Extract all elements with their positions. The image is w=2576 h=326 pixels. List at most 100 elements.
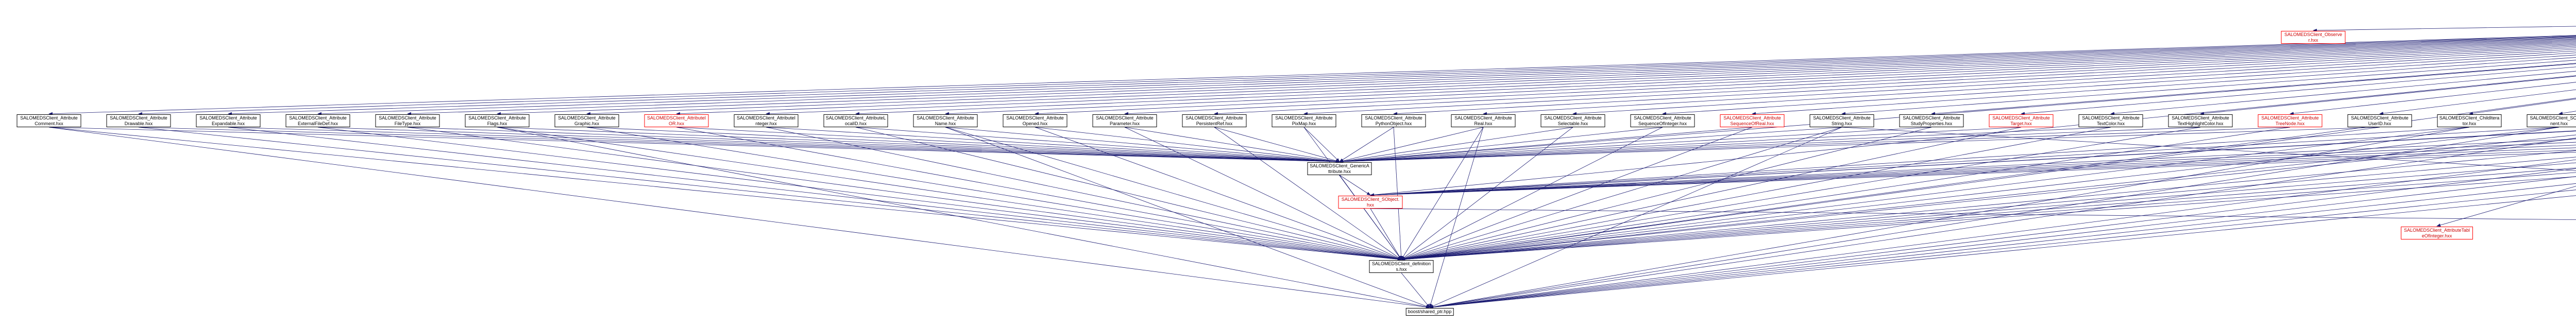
graph-node-r23[interactable]: SALOMEDSClient_AttributeTarget.hxx: [1989, 114, 2054, 127]
graph-node-r28[interactable]: SALOMEDSClient_ChildIterator.hxx: [2437, 114, 2502, 127]
include-edge: [1035, 43, 2576, 115]
include-edge: [497, 127, 1340, 163]
include-edge: [1401, 172, 2576, 261]
include-edge: [1370, 139, 2576, 197]
graph-node-r27[interactable]: SALOMEDSClient_AttributeUserID.hxx: [2347, 114, 2412, 127]
graph-node-r22[interactable]: SALOMEDSClient_AttributeStudyProperties.…: [1899, 114, 1964, 127]
include-edge: [1370, 145, 2576, 197]
include-edge: [766, 40, 2576, 115]
graph-node-r2[interactable]: SALOMEDSClient_AttributeDrawable.hxx: [106, 114, 171, 127]
include-edge: [1752, 57, 2576, 115]
graph-node-r29[interactable]: SALOMEDSClient_SComponent.hxx: [2527, 114, 2576, 127]
graph-node-r19[interactable]: SALOMEDSClient_AttributeSequenceOfIntege…: [1630, 114, 1695, 127]
graph-node-obs[interactable]: SALOMEDSClient_Observer.hxx: [2281, 31, 2346, 44]
include-edge: [855, 127, 1402, 261]
include-edge: [2290, 82, 2576, 115]
include-edge: [1370, 152, 2576, 197]
include-edge: [1370, 147, 2576, 197]
graph-node-r13[interactable]: SALOMEDSClient_AttributeParameter.hxx: [1092, 114, 1157, 127]
include-edge: [1370, 130, 2576, 197]
include-edge: [676, 127, 1402, 261]
graph-node-r8[interactable]: SALOMEDSClient_AttributeIOR.hxx: [644, 114, 709, 127]
include-edge: [1401, 127, 2560, 261]
include-edge: [1483, 50, 2576, 115]
graph-node-r11[interactable]: SALOMEDSClient_AttributeName.hxx: [913, 114, 978, 127]
include-edge: [1401, 98, 2576, 261]
include-edge: [1401, 127, 2111, 261]
graph-node-r1[interactable]: SALOMEDSClient_AttributeComment.hxx: [16, 114, 81, 127]
include-edge: [1429, 183, 2576, 309]
graph-node-r20[interactable]: SALOMEDSClient_AttributeSequenceOfReal.h…: [1720, 114, 1785, 127]
include-edge: [1429, 190, 2576, 309]
include-edge: [1401, 127, 1484, 260]
include-edge: [2313, 26, 2576, 32]
include-edge: [1339, 127, 1394, 162]
include-edge: [1429, 159, 2576, 309]
include-edge: [497, 127, 1430, 308]
graph-node-r6[interactable]: SALOMEDSClient_AttributeFlags.hxx: [465, 114, 530, 127]
include-edge: [1429, 138, 2576, 308]
include-edge: [407, 37, 2576, 115]
include-edge: [1429, 195, 2576, 309]
include-edge: [855, 127, 1340, 163]
include-edge: [1401, 127, 2470, 261]
graph-node-boost[interactable]: boost/shared_ptr.hpp: [1405, 308, 1454, 316]
include-edge: [1401, 127, 2291, 261]
include-edge: [1124, 127, 1402, 260]
include-edge: [1214, 127, 1402, 260]
graph-node-r24[interactable]: SALOMEDSClient_AttributeTextColor.hxx: [2078, 114, 2143, 127]
include-edge: [2379, 89, 2576, 115]
graph-node-r14[interactable]: SALOMEDSClient_AttributePersistentRef.hx…: [1182, 114, 1247, 127]
graph-node-t1[interactable]: SALOMEDSClient_AttributeTableOfInteger.h…: [2401, 227, 2473, 239]
include-edge: [1339, 175, 1402, 260]
include-edge: [1401, 127, 2022, 261]
graph-node-gen[interactable]: SALOMEDSClient_GenericAttribute.hxx: [1307, 162, 1372, 175]
graph-node-r10[interactable]: SALOMEDSClient_AttributeLocalID.hxx: [823, 114, 888, 127]
include-edge: [138, 127, 1340, 163]
include-edge: [1401, 162, 2576, 261]
graph-node-r18[interactable]: SALOMEDSClient_AttributeSelectable.hxx: [1540, 114, 1605, 127]
include-edge: [1370, 142, 2576, 197]
include-edge: [1841, 127, 2576, 171]
include-edge: [1401, 127, 1842, 260]
graph-node-r26[interactable]: SALOMEDSClient_AttributeTreeNode.hxx: [2258, 114, 2323, 127]
include-edge: [1303, 127, 1340, 162]
include-edge: [1931, 63, 2576, 115]
graph-node-r15[interactable]: SALOMEDSClient_AttributePixMap.hxx: [1272, 114, 1336, 127]
graph-node-r4[interactable]: SALOMEDSClient_AttributeExternalFileDef.…: [285, 114, 350, 127]
graph-node-r7[interactable]: SALOMEDSClient_AttributeGraphic.hxx: [554, 114, 619, 127]
include-edge: [138, 36, 2576, 115]
include-edge: [1662, 55, 2576, 115]
include-edge: [48, 35, 2576, 115]
graph-node-r21[interactable]: SALOMEDSClient_AttributeString.hxx: [1809, 114, 1874, 127]
graph-node-r5[interactable]: SALOMEDSClient_AttributeFileType.hxx: [375, 114, 440, 127]
include-edge: [1841, 60, 2576, 115]
graph-node-r16[interactable]: SALOMEDSClient_AttributePythonObject.hxx: [1361, 114, 1426, 127]
include-edge: [1393, 49, 2576, 115]
graph-node-defs[interactable]: SALOMEDSClient_definitions.hxx: [1369, 260, 1434, 273]
include-edge: [1339, 127, 1663, 163]
include-edge: [1429, 127, 2560, 308]
include-edge: [1339, 127, 2380, 163]
include-edge: [1370, 149, 2576, 197]
include-edge: [945, 42, 2576, 115]
include-edge: [1429, 127, 1842, 308]
include-edge: [1035, 127, 1340, 163]
graph-node-r9[interactable]: SALOMEDSClient_AttributeInteger.hxx: [734, 114, 799, 127]
graph-node-r12[interactable]: SALOMEDSClient_AttributeOpened.hxx: [1003, 114, 1067, 127]
graph-node-r17[interactable]: SALOMEDSClient_AttributeReal.hxx: [1451, 114, 1516, 127]
include-edge: [766, 127, 1340, 163]
graph-node-r3[interactable]: SALOMEDSClient_AttributeExpandable.hxx: [196, 114, 261, 127]
include-edge: [855, 41, 2576, 115]
graph-node-sobj[interactable]: SALOMEDSClient_SObject.hxx: [1338, 196, 1403, 209]
include-edge: [1401, 127, 1753, 260]
include-edge: [766, 127, 1402, 261]
include-edge: [945, 127, 1402, 260]
include-edge: [1339, 127, 1484, 163]
include-edge: [228, 127, 1402, 261]
graph-node-r25[interactable]: SALOMEDSClient_AttributeTextHighlightCol…: [2168, 114, 2233, 127]
include-edge: [1339, 127, 2201, 163]
include-edge: [48, 127, 1402, 261]
include-edge: [1572, 53, 2576, 115]
